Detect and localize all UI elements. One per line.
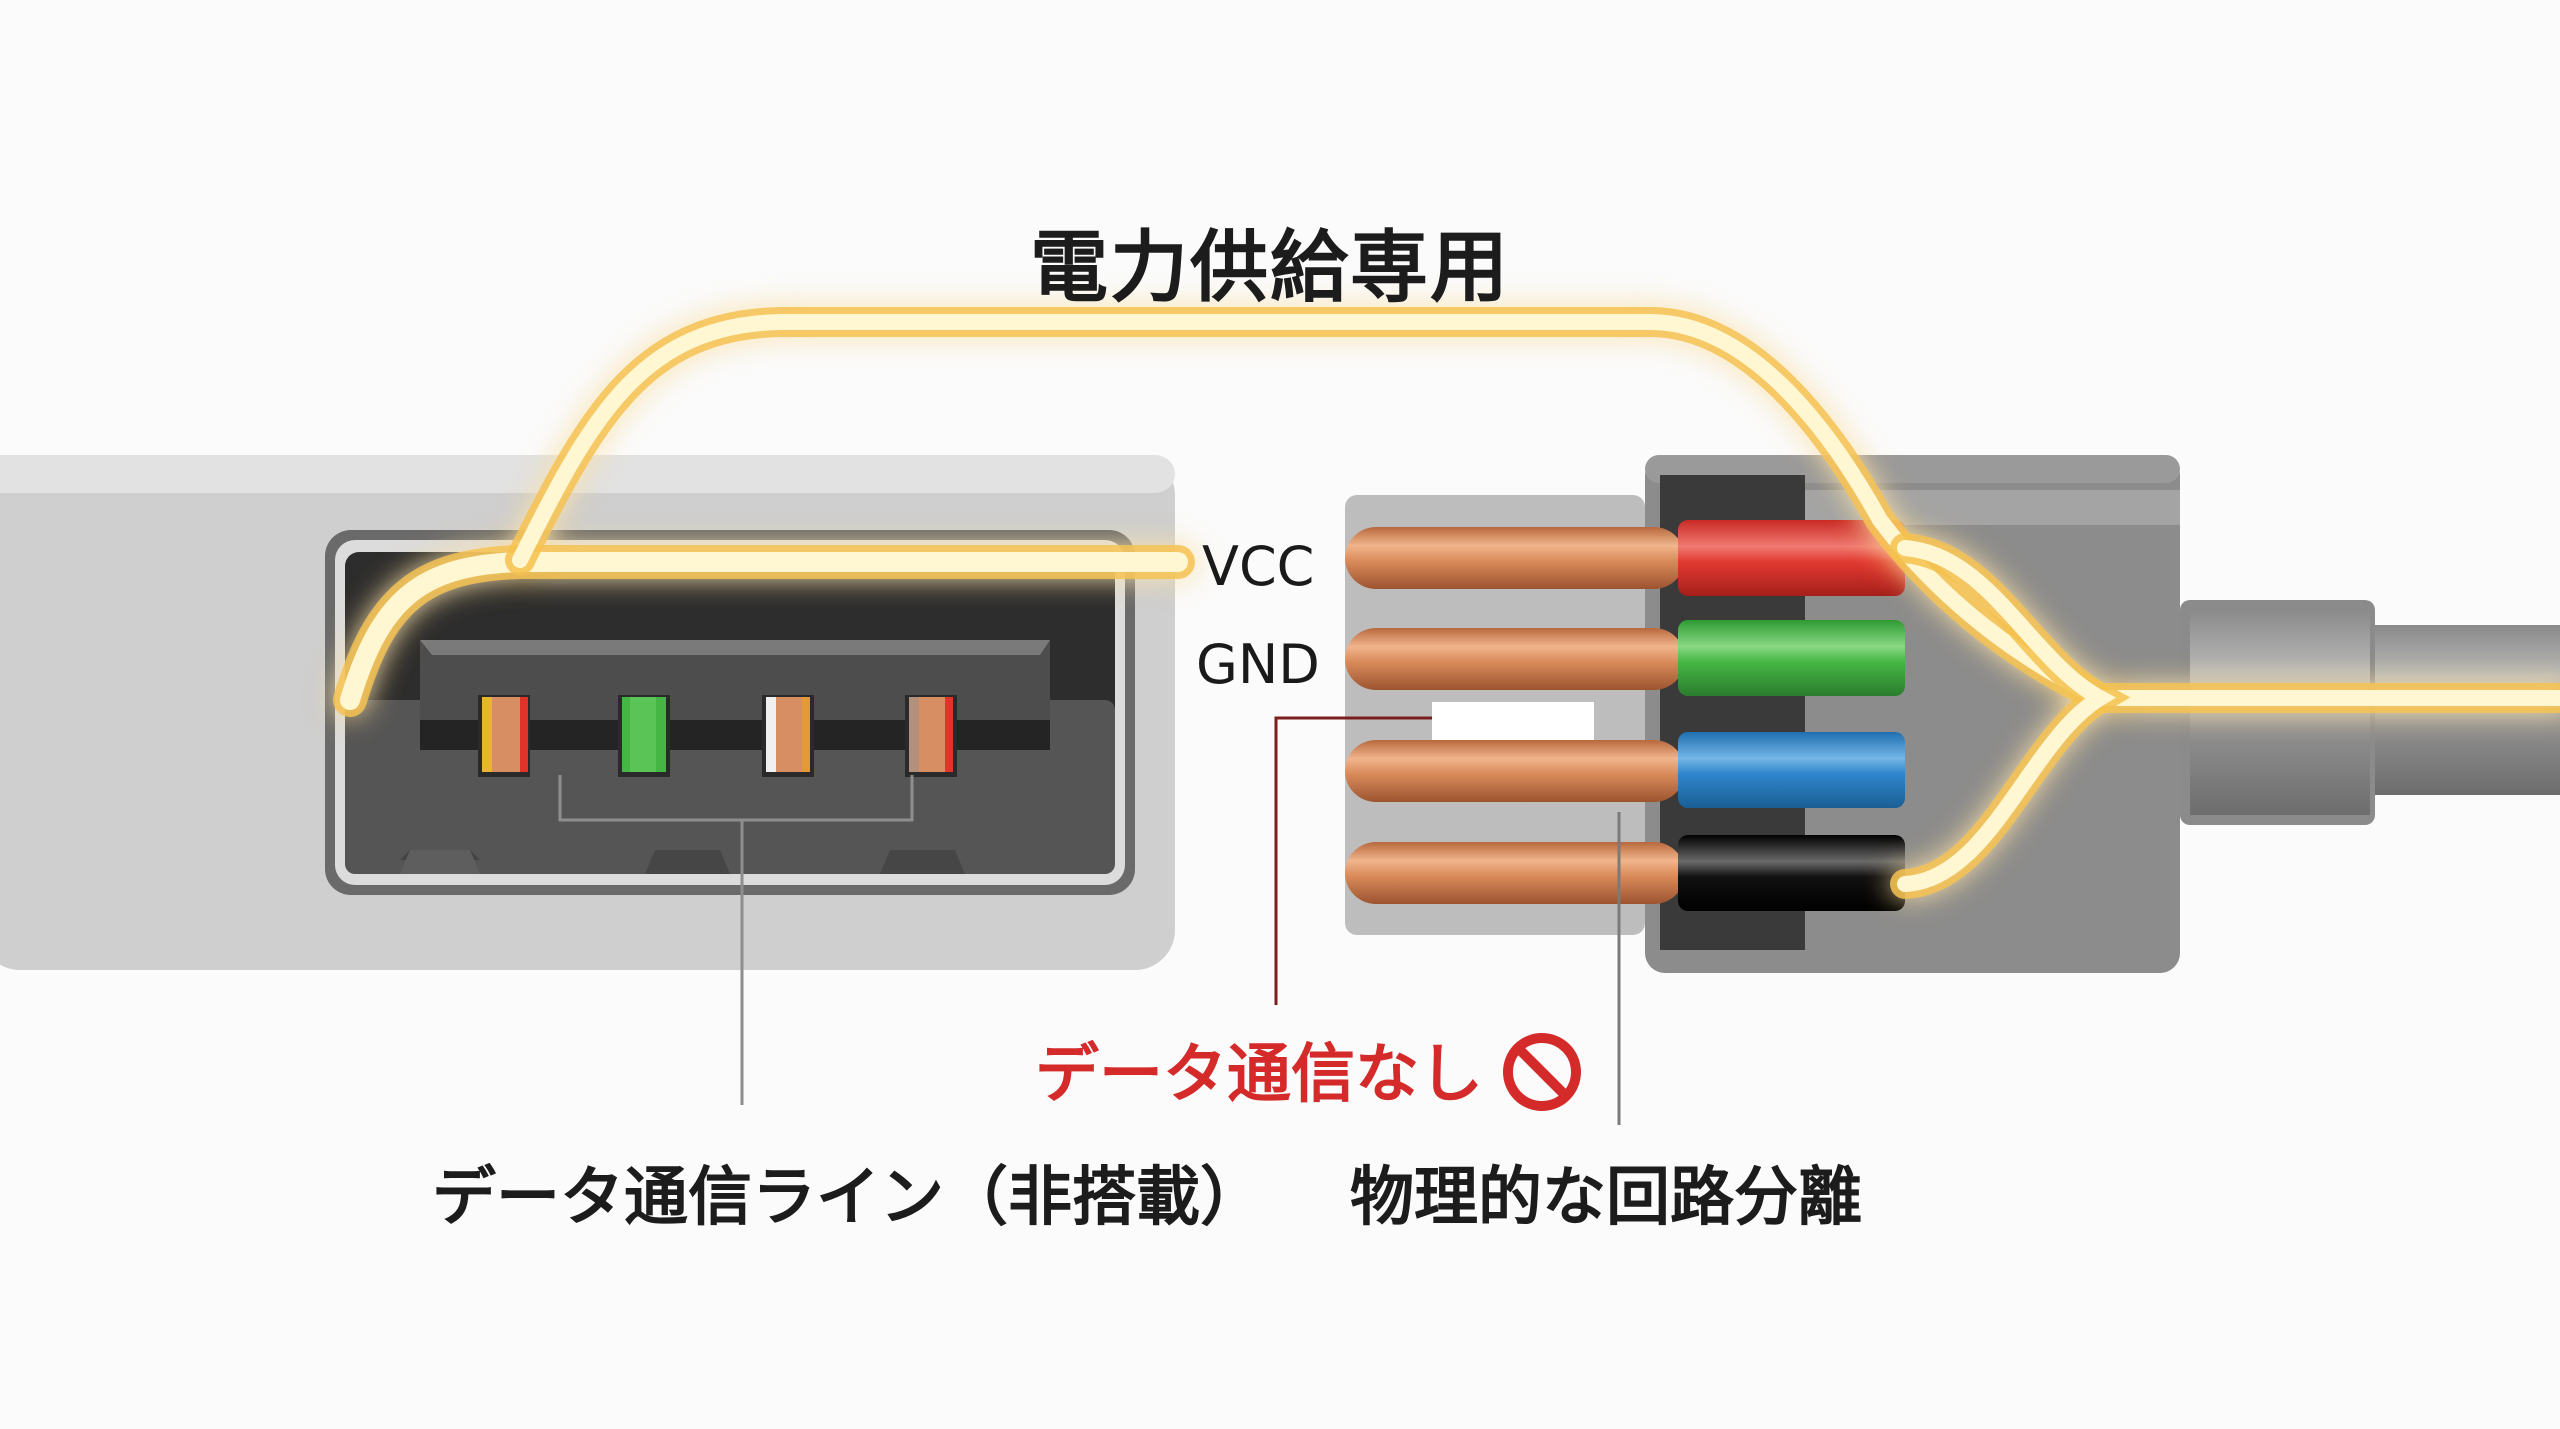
no-data-label: データ通信なし (1035, 1038, 1483, 1112)
power-flow-glow (333, 307, 2560, 899)
diagram-title: 電力供給専用 (1030, 223, 1511, 313)
contact-vbus (478, 695, 530, 777)
contact-dplus (762, 695, 814, 777)
wire-gnd (1345, 620, 1905, 696)
prohibited-icon (1503, 1033, 1581, 1111)
wire-data-blue (1345, 732, 1905, 808)
data-line-bracket (558, 775, 914, 1105)
no-data-leader-line (1274, 716, 1432, 1005)
usb-port (325, 530, 1135, 1105)
isolation-label: 物理的な回路分離 (1350, 1161, 1862, 1235)
gnd-label: GND (1196, 633, 1320, 696)
contact-gnd (905, 695, 957, 777)
vcc-label: VCC (1202, 535, 1315, 598)
contact-dminus (618, 695, 670, 777)
data-line-label: データ通信ライン（非搭載） (432, 1161, 1264, 1235)
wire-data-black (1345, 835, 1905, 911)
wire-vcc (1345, 520, 1905, 596)
